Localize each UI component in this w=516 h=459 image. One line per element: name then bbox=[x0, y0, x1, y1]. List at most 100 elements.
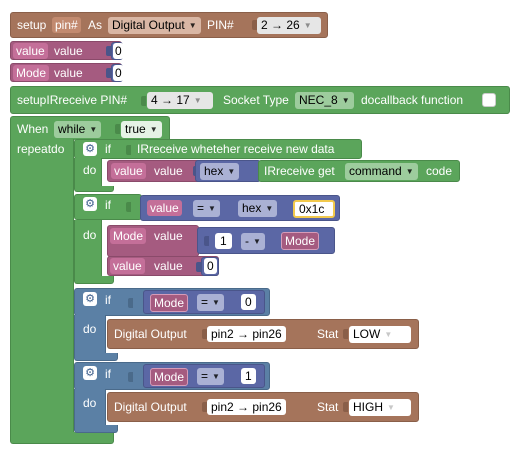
hex-dropdown[interactable]: hex▼ bbox=[238, 200, 278, 217]
set-mode-block[interactable]: Mode value bbox=[107, 225, 199, 257]
if3-footer bbox=[74, 353, 118, 361]
true-value-dropdown[interactable]: true▼ bbox=[121, 121, 162, 138]
hex-format-block[interactable]: hex▼ bbox=[195, 160, 261, 182]
var-name-chip[interactable]: pin# bbox=[52, 17, 81, 33]
when-loop-block[interactable]: When while▼ true▼ bbox=[10, 116, 170, 140]
minus-expr-block[interactable]: 1 -▼ Mode bbox=[197, 227, 335, 254]
number-one-field[interactable]: 1 bbox=[215, 233, 232, 249]
value-var-label: value bbox=[154, 164, 183, 178]
mode-ref-chip[interactable]: Mode bbox=[281, 232, 320, 250]
mode-var-chip[interactable]: Mode bbox=[13, 65, 50, 81]
compare-block-4[interactable]: Mode =▼ 1 bbox=[143, 364, 265, 388]
value-var-chip[interactable]: value bbox=[110, 258, 145, 274]
ir-setup-label: setupIRreceive PIN# bbox=[17, 93, 128, 107]
if-block-2[interactable]: ⚙ if bbox=[74, 194, 142, 220]
value-number-field[interactable]: 0 bbox=[113, 43, 124, 59]
digital-output-block-high[interactable]: Digital Output pin2 → pin26 Stat HIGH▼ bbox=[107, 392, 419, 422]
loop-footer bbox=[10, 432, 114, 444]
minus-dropdown[interactable]: -▼ bbox=[241, 233, 265, 250]
socket-tab bbox=[128, 298, 133, 308]
chevron-down-icon: ▼ bbox=[227, 167, 236, 176]
repeatdo-label: repeatdo bbox=[17, 142, 65, 156]
mode-var-block[interactable]: Mode value 0 bbox=[10, 63, 124, 82]
chevron-down-icon: ▼ bbox=[208, 204, 216, 213]
operator-value: = bbox=[201, 369, 209, 383]
socket-tab bbox=[106, 68, 111, 78]
as-label: As bbox=[88, 18, 103, 32]
callback-checkbox[interactable] bbox=[482, 93, 496, 107]
gear-icon[interactable]: ⚙ bbox=[83, 366, 97, 380]
socket-type-value: NEC_8 bbox=[299, 93, 338, 107]
operator-value: = bbox=[197, 201, 205, 215]
hex-dropdown[interactable]: hex▼ bbox=[200, 163, 240, 180]
stat-high-field[interactable]: HIGH▼ bbox=[349, 399, 411, 416]
digital-output-label: Digital Output bbox=[114, 327, 187, 341]
hex-value: hex bbox=[204, 164, 224, 178]
true-value: true bbox=[125, 122, 146, 136]
do-label: do bbox=[83, 396, 97, 410]
socket-type-dropdown[interactable]: NEC_8▼ bbox=[295, 92, 354, 109]
code-label: code bbox=[426, 164, 453, 178]
if-label: if bbox=[105, 142, 111, 156]
stat-label: Stat bbox=[317, 327, 339, 341]
gear-icon[interactable]: ⚙ bbox=[83, 142, 97, 156]
ir-get-label: IRreceive get bbox=[264, 164, 335, 178]
if1-footer bbox=[74, 186, 114, 192]
setup-pin-block[interactable]: setup pin# As Digital Output▼ PIN# 2 → 2… bbox=[10, 12, 328, 38]
pin-range-value: 2 → 26 bbox=[261, 18, 300, 32]
setup-label: setup bbox=[17, 18, 47, 32]
if3-arm: do bbox=[74, 315, 106, 355]
if-block-1[interactable]: ⚙ if IRreceive wheteher receive new data bbox=[74, 139, 362, 159]
left-var-chip[interactable]: value bbox=[147, 200, 182, 216]
socket-tab bbox=[202, 329, 207, 339]
left-var-chip[interactable]: Mode bbox=[150, 294, 189, 312]
do-label: do bbox=[83, 322, 97, 336]
compare-block-3[interactable]: Mode =▼ 0 bbox=[143, 290, 265, 314]
digital-output-block-low[interactable]: Digital Output pin2 → pin26 Stat LOW▼ bbox=[107, 319, 419, 349]
mode-dropdown[interactable]: Digital Output▼ bbox=[108, 17, 201, 34]
value-var-chip[interactable]: value bbox=[13, 43, 48, 59]
pin-range-field[interactable]: pin2 → pin26 bbox=[207, 399, 286, 415]
operator-dropdown[interactable]: =▼ bbox=[193, 200, 220, 217]
chevron-down-icon: ▼ bbox=[149, 125, 158, 134]
loop-type-dropdown[interactable]: while▼ bbox=[54, 121, 102, 138]
do-label: do bbox=[83, 228, 97, 242]
chevron-down-icon: ▼ bbox=[253, 237, 261, 246]
chevron-down-icon: ▼ bbox=[188, 21, 197, 30]
number-one-field[interactable]: 1 bbox=[241, 368, 256, 384]
stat-label: Stat bbox=[317, 400, 339, 414]
reset-value-block[interactable]: value value 0 bbox=[107, 256, 219, 276]
pin-range-field[interactable]: 2 → 26▼ bbox=[257, 17, 321, 34]
hex-value: hex bbox=[242, 201, 262, 215]
when-label: When bbox=[17, 122, 49, 136]
command-value: command bbox=[349, 164, 402, 178]
number-zero-field[interactable]: 0 bbox=[241, 294, 256, 310]
ir-pin-value: 4 → 17 bbox=[151, 93, 190, 107]
mode-number-field[interactable]: 0 bbox=[113, 65, 124, 81]
ir-pin-field[interactable]: 4 → 17▼ bbox=[147, 92, 213, 109]
hex-literal-field[interactable]: 0x1c bbox=[293, 200, 335, 218]
chevron-down-icon: ▼ bbox=[212, 372, 220, 381]
loop-type-value: while bbox=[58, 122, 86, 136]
compare-block-2[interactable]: value =▼ hex▼ 0x1c bbox=[140, 195, 340, 221]
ir-setup-block[interactable]: setupIRreceive PIN# 4 → 17▼ Socket Type … bbox=[10, 86, 510, 114]
socket-tab bbox=[126, 202, 131, 212]
left-var-chip[interactable]: Mode bbox=[150, 368, 189, 386]
value-var-chip[interactable]: value bbox=[111, 163, 146, 179]
chevron-down-icon: ▼ bbox=[193, 96, 202, 105]
chevron-down-icon: ▼ bbox=[303, 21, 312, 30]
number-zero-field[interactable]: 0 bbox=[204, 258, 217, 274]
command-dropdown[interactable]: command▼ bbox=[345, 163, 418, 180]
digital-output-label: Digital Output bbox=[114, 400, 187, 414]
operator-dropdown[interactable]: =▼ bbox=[197, 294, 224, 311]
stat-low-field[interactable]: LOW▼ bbox=[349, 326, 411, 343]
gear-icon[interactable]: ⚙ bbox=[83, 197, 97, 211]
gear-icon[interactable]: ⚙ bbox=[83, 292, 97, 306]
pin-range-field[interactable]: pin2 → pin26 bbox=[207, 326, 286, 342]
value-var-block[interactable]: value value 0 bbox=[10, 41, 124, 60]
socket-tab bbox=[196, 262, 201, 272]
mode-var-chip[interactable]: Mode bbox=[110, 228, 147, 244]
ir-get-block[interactable]: IRreceive get command▼ code bbox=[258, 160, 460, 182]
mode-var-label: value bbox=[54, 66, 83, 80]
operator-dropdown[interactable]: =▼ bbox=[197, 368, 224, 385]
